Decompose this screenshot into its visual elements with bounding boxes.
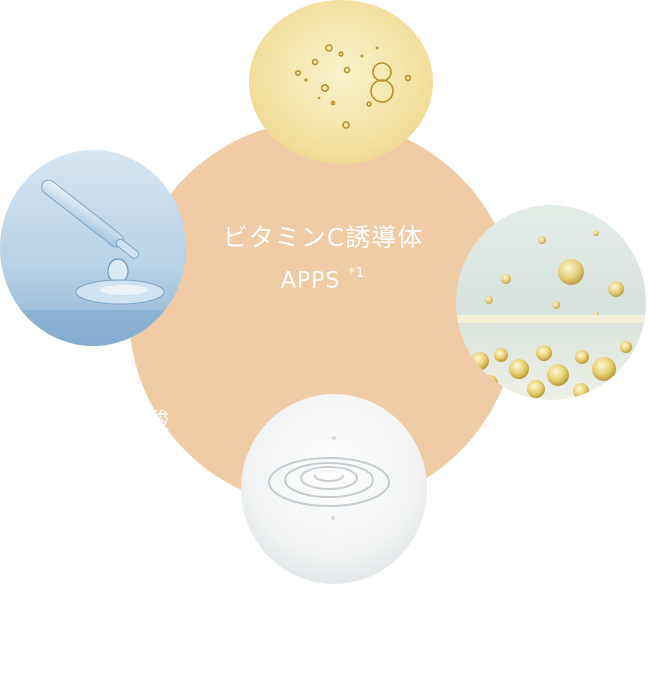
- center-title: ビタミンC誘導体: [222, 223, 424, 252]
- dropper-photo: [0, 150, 186, 346]
- milky-ripple-photo: [241, 394, 427, 584]
- oil-droplets-photo: [249, 0, 433, 164]
- center-subtitle-text: APPS: [280, 268, 341, 294]
- center-subtitle: APPS *1: [129, 266, 517, 294]
- footnote-mark: *1: [348, 266, 366, 281]
- side-label: 酸: [147, 409, 170, 434]
- bubbles-photo: [456, 205, 646, 400]
